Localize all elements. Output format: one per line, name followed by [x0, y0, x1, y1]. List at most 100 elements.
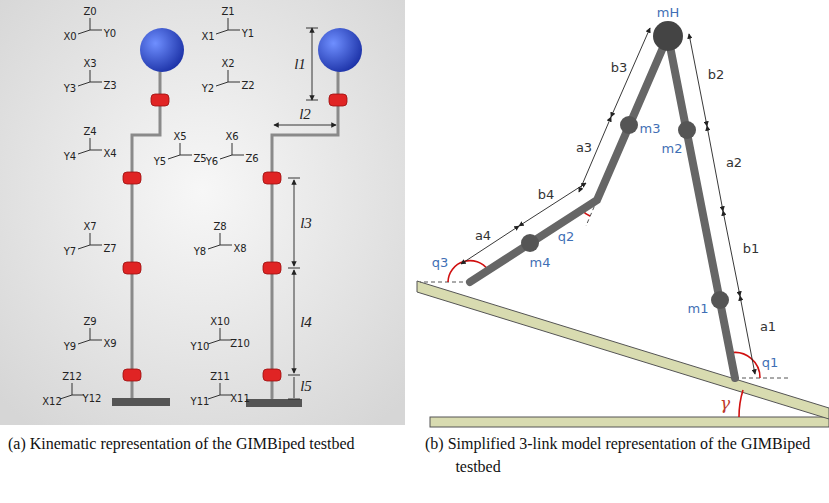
length-label: a3: [576, 140, 592, 155]
frame-axis-label: Z4: [83, 126, 96, 137]
frame-axis-label: Y2: [202, 83, 214, 94]
frame-axis-label: X8: [233, 243, 246, 254]
frame-axis-label: Z5: [193, 153, 206, 164]
axis-line: [78, 82, 90, 86]
frame-axis-label: X5: [173, 131, 186, 142]
length-label: l3: [300, 215, 312, 232]
frame-axis-label: X3: [83, 58, 96, 69]
frame-axis-label: Y9: [64, 341, 76, 352]
frame-axis-label: Z7: [103, 243, 116, 254]
axis-line: [90, 70, 91, 82]
axis-line: [60, 395, 72, 399]
axis-line: [78, 340, 90, 344]
axis-line: [228, 30, 240, 31]
axis-line: [220, 155, 232, 159]
mass-label: mH: [657, 5, 679, 20]
axis-line: [72, 383, 73, 395]
axis-line: [216, 82, 228, 86]
frame-axis-label: Y1: [242, 28, 254, 39]
frame-axis-label: X12: [42, 396, 62, 407]
axis-line: [90, 18, 91, 30]
frame-axis-label: Y0: [104, 28, 116, 39]
axis-line: [90, 328, 91, 340]
frame-axis-label: Z8: [213, 221, 226, 232]
axis-line: [232, 143, 233, 155]
frame-axis-label: Z1: [221, 6, 234, 17]
frame-axis-label: Y7: [64, 246, 76, 257]
frame-axis-label: X1: [201, 31, 214, 42]
frame-axis-label: Z3: [103, 80, 116, 91]
axis-line: [208, 340, 220, 344]
frame-axis-label: X11: [230, 393, 250, 404]
axis-line: [90, 150, 102, 151]
frame-axis-label: Y5: [154, 156, 166, 167]
length-label: b1: [743, 241, 760, 256]
axis-line: [220, 395, 232, 396]
axis-line: [220, 340, 232, 341]
axis-line: [220, 383, 221, 395]
frame-axis-label: X6: [225, 131, 238, 142]
axis-line: [216, 30, 228, 34]
mass-label: m3: [640, 121, 661, 136]
frame-axis-label: X10: [210, 316, 230, 327]
angle-label: γ: [720, 393, 730, 413]
length-label: a4: [475, 228, 491, 243]
frame-axis-label: Y10: [191, 341, 210, 352]
axis-line: [78, 245, 90, 249]
length-label: a1: [760, 319, 776, 334]
caption-text: (b) Simplified 3-link model representati…: [425, 432, 829, 478]
angle-label: q3: [432, 255, 449, 270]
axis-line: [90, 340, 102, 341]
axis-line: [228, 82, 240, 83]
axis-line: [168, 155, 180, 159]
axis-line: [220, 328, 221, 340]
frame-axis-label: Y11: [191, 396, 210, 407]
caption-text: (a) Kinematic representation of the GIMB…: [8, 432, 378, 455]
frame-axis-label: Y6: [206, 156, 218, 167]
frame-axis-label: X7: [83, 221, 96, 232]
axis-line: [90, 245, 102, 246]
frame-axis-label: Z10: [230, 338, 250, 349]
frame-axis-label: Z2: [241, 80, 254, 91]
axis-line: [180, 143, 181, 155]
angle-label: q2: [558, 229, 575, 244]
frame-axis-label: X4: [103, 148, 116, 159]
axis-line: [208, 245, 220, 249]
length-label: l4: [300, 314, 312, 331]
axis-line: [90, 30, 102, 31]
length-label: l2: [299, 106, 311, 123]
length-label: b3: [611, 60, 628, 75]
frame-axis-label: Z9: [83, 316, 96, 327]
axis-line: [228, 70, 229, 82]
length-label: b2: [708, 67, 725, 82]
frame-axis-label: X2: [221, 58, 234, 69]
frame-axis-label: Z12: [62, 371, 82, 382]
frame-axis-label: Y12: [83, 393, 102, 404]
length-label: a2: [726, 155, 742, 170]
axis-line: [78, 150, 90, 154]
axis-line: [72, 395, 84, 396]
frame-axis-label: Y3: [64, 83, 76, 94]
mass-label: m4: [530, 255, 551, 270]
axis-line: [208, 395, 220, 399]
frame-axis-label: Z6: [245, 153, 258, 164]
axis-line: [90, 233, 91, 245]
length-label: b4: [538, 187, 555, 202]
length-label: l1: [294, 56, 306, 73]
length-label: l5: [300, 378, 312, 395]
axis-line: [220, 245, 232, 246]
frame-axis-label: X0: [63, 31, 76, 42]
frame-axis-label: Y8: [194, 246, 206, 257]
mass-label: m1: [688, 301, 709, 316]
mass-label: m2: [662, 141, 683, 156]
frame-axis-label: Y4: [64, 151, 76, 162]
axis-line: [232, 155, 244, 156]
axis-line: [228, 18, 229, 30]
axis-line: [220, 233, 221, 245]
angle-label: q1: [762, 355, 779, 370]
frame-axis-label: Z0: [83, 6, 96, 17]
frame-axis-label: X9: [103, 338, 116, 349]
axis-line: [90, 82, 102, 83]
